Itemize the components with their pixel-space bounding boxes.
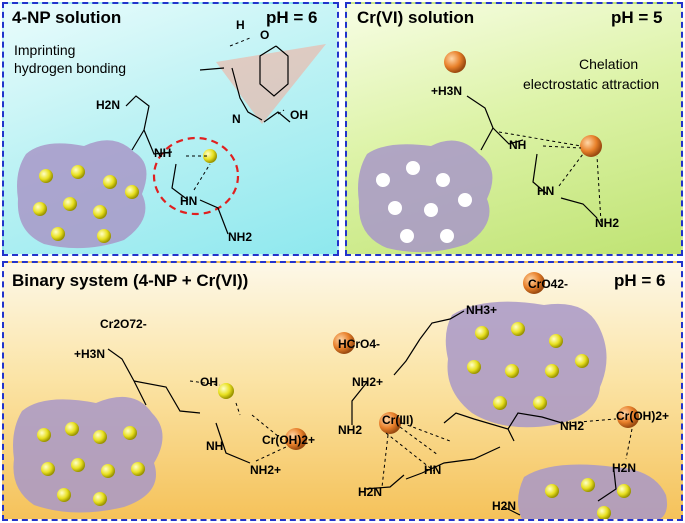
label-n: N [232,112,241,126]
panel-4np-title: 4-NP solution [12,8,122,27]
chelation-lines [498,131,602,223]
label-nh: NH [206,439,224,453]
label-h2n-bottom: H2N [492,499,517,513]
label-cr2o7: Cr2O72- [100,317,147,331]
label-nh3: +H3N [74,347,106,361]
panel-4np-mechanism-line2: hydrogen bonding [14,60,127,76]
light-cone [216,44,326,124]
label-hn-lower: HN [424,463,442,477]
polymer-blob-left [13,396,163,513]
panel-4np-mechanism-line1: Imprinting [14,42,76,58]
polymer-blob-lower-right [518,464,667,519]
label-h2n-lower: H2N [358,485,383,499]
cr-sphere-top [444,51,466,73]
label-croh2: Cr(OH)2+ [262,433,316,447]
interaction-lines [189,380,633,488]
label-nh3plus: NH3+ [466,303,498,317]
label-h2n: H2N [96,98,121,112]
polymer-blob [358,140,493,253]
label-hn: HN [537,184,555,198]
hydrogen-bond-lines [186,37,285,191]
panel-cr-title: Cr(VI) solution [357,8,475,27]
cr-sphere-bound [580,135,602,157]
label-nh: NH [154,146,172,160]
label-criii: Cr(III) [382,413,414,427]
label-oh: OH [200,375,218,389]
orange-spheres [285,272,639,450]
amine-chains [125,45,291,235]
panel-4np-ph: pH = 6 [266,8,318,27]
label-nh2plus-mid: NH2+ [352,375,384,389]
label-nh2: NH2 [228,230,253,244]
panel-binary-system: Binary system (4-NP + Cr(VI)) pH = 6 Cr2… [2,261,683,521]
panel-cr-solution: Cr(VI) solution pH = 5 Chelation electro… [345,2,683,256]
label-nh3: +H3N [431,84,463,98]
label-h2n-right: H2N [612,461,637,475]
label-nh: NH [509,138,527,152]
label-hcro4: HCrO4- [338,337,381,351]
panel-cr-drawing [358,51,602,253]
label-hn: HN [180,194,198,208]
amine-chains [466,95,598,219]
panel-binary-drawing [13,272,667,519]
label-croh-right: Cr(OH)2+ [616,409,670,423]
yellow-spheres [33,149,217,243]
label-nh2-right: NH2 [560,419,585,433]
panel-cr-mechanism-line2: electrostatic attraction [523,76,660,92]
white-cavities [376,161,472,243]
label-nh2plus: NH2+ [250,463,282,477]
label-nh2-mid: NH2 [338,423,363,437]
panel-binary-ph: pH = 6 [614,271,666,290]
label-cro4: CrO42- [528,277,569,291]
amine-chains [107,310,617,516]
yellow-spheres [37,322,631,519]
panel-4np-solution: 4-NP solution pH = 6 Imprinting hydrogen… [2,2,339,256]
label-o: O [260,28,270,42]
label-h: H [236,18,245,32]
panel-cr-mechanism-line1: Chelation [579,56,639,72]
panel-4np-drawing [17,37,326,249]
polymer-blob [17,140,147,249]
panel-cr-ph: pH = 5 [611,8,663,27]
label-nh2: NH2 [595,216,620,230]
label-oh: OH [290,108,308,122]
panel-binary-title: Binary system (4-NP + Cr(VI)) [12,271,249,290]
binding-site-circle [152,136,240,216]
